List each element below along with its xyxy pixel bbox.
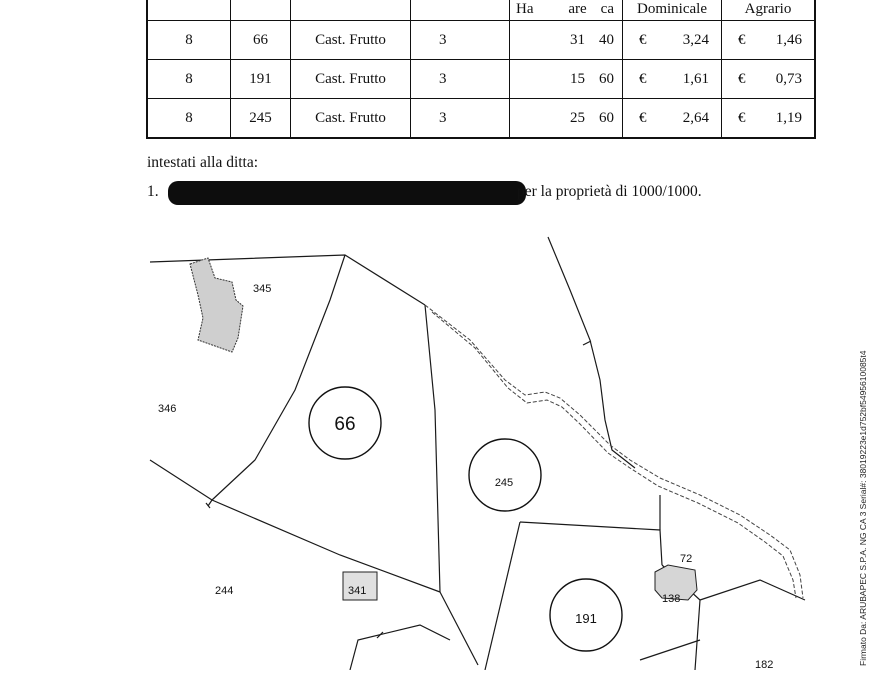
- map-label-341: 341: [348, 585, 366, 597]
- dominicale-value: 1,61: [682, 70, 709, 87]
- cadastral-table: Ha are ca Dominicale Agrario 8 66 Cast. …: [146, 0, 816, 139]
- currency-symbol: €: [738, 70, 746, 87]
- cell-ca: 60: [599, 70, 614, 87]
- cell-dominicale: €3,24: [622, 20, 722, 60]
- road-upper-line: [424, 304, 804, 599]
- parcel-boundary: [639, 639, 701, 661]
- agrario-value: 0,73: [775, 70, 802, 87]
- parcel-191-label: 191: [575, 611, 597, 626]
- digital-signature-stamp: Firmato Da: ARUBAPEC S.P.A. NG CA 3 Seri…: [846, 314, 868, 674]
- cell-agrario: €0,73: [721, 59, 816, 99]
- parcel-boundary: [484, 521, 521, 670]
- parcel-boundary: [439, 591, 479, 666]
- cell-qualita: Cast. Frutto: [290, 20, 411, 60]
- header-are: are: [568, 1, 587, 17]
- cell-superficie: 31 40: [509, 20, 623, 60]
- parcel-245-label: 245: [495, 477, 513, 489]
- table-row: 8 66 Cast. Frutto 3 31 40 €3,24 €1,46: [146, 20, 816, 60]
- parcel-boundary: [149, 254, 426, 306]
- cell-classe: 3: [410, 59, 510, 99]
- currency-symbol: €: [639, 109, 647, 126]
- cell-are: 31: [570, 31, 585, 48]
- table-row: 8 191 Cast. Frutto 3 15 60 €1,61 €0,73: [146, 59, 816, 99]
- parcel-boundary: [207, 499, 213, 507]
- cell-classe: 3: [410, 98, 510, 139]
- parcel-boundary: [424, 304, 441, 593]
- parcel-boundary: [149, 459, 441, 593]
- intestati-label: intestati alla ditta:: [147, 154, 259, 171]
- building-138-shape: [654, 564, 698, 601]
- header-dominicale: Dominicale: [622, 0, 722, 21]
- parcel-boundary: [349, 624, 451, 670]
- header-agrario: Agrario: [721, 0, 816, 21]
- table-row: 8 245 Cast. Frutto 3 25 60 €2,64 €1,19: [146, 98, 816, 139]
- map-label-346: 346: [158, 403, 176, 415]
- currency-symbol: €: [738, 109, 746, 126]
- parcel-191-circle: [549, 578, 623, 652]
- parcel-66-circle: [308, 386, 382, 460]
- header-ca: ca: [600, 1, 614, 17]
- cell-ca: 60: [599, 109, 614, 126]
- agrario-value: 1,46: [775, 31, 802, 48]
- cell-are: 25: [570, 109, 585, 126]
- map-label-138: 138: [662, 593, 680, 605]
- agrario-value: 1,19: [775, 109, 802, 126]
- header-ha: Ha: [516, 1, 534, 17]
- map-label-244: 244: [215, 585, 233, 597]
- dominicale-value: 3,24: [682, 31, 709, 48]
- parcel-boundary: [547, 236, 636, 469]
- cell-particella: 245: [230, 98, 291, 139]
- cell-qualita: Cast. Frutto: [290, 59, 411, 99]
- road-lower-line: [431, 311, 797, 599]
- parcel-boundary: [699, 579, 806, 601]
- building-341-shape: [342, 571, 378, 601]
- parcel-66-label: 66: [334, 414, 355, 435]
- owner-ownership-text: per la proprietà di 1000/1000.: [517, 183, 702, 200]
- header-cell-superficie: Ha are ca: [509, 0, 623, 21]
- owner-number: 1.: [147, 183, 159, 200]
- cadastral-table-container: Ha are ca Dominicale Agrario 8 66 Cast. …: [146, 0, 816, 139]
- table-header-row: Ha are ca Dominicale Agrario: [146, 0, 816, 21]
- redacted-owner-name: [168, 181, 526, 205]
- cell-are: 15: [570, 70, 585, 87]
- cell-qualita: Cast. Frutto: [290, 98, 411, 139]
- parcel-boundary: [519, 521, 663, 566]
- currency-symbol: €: [639, 70, 647, 87]
- parcel-boundary: [211, 254, 346, 501]
- cell-ca: 40: [599, 31, 614, 48]
- cell-agrario: €1,19: [721, 98, 816, 139]
- digital-signature-text: Firmato Da: ARUBAPEC S.P.A. NG CA 3 Seri…: [858, 350, 868, 667]
- dominicale-value: 2,64: [682, 109, 709, 126]
- currency-symbol: €: [738, 31, 746, 48]
- cell-superficie: 25 60: [509, 98, 623, 139]
- cell-dominicale: €2,64: [622, 98, 722, 139]
- map-label-182: 182: [755, 659, 773, 670]
- cell-superficie: 15 60: [509, 59, 623, 99]
- map-label-345: 345: [253, 283, 271, 295]
- cell-foglio: 8: [146, 98, 231, 139]
- parcel-245-circle: [468, 438, 542, 512]
- cell-dominicale: €1,61: [622, 59, 722, 99]
- currency-symbol: €: [639, 31, 647, 48]
- building-345-shape: [189, 257, 244, 353]
- cell-classe: 3: [410, 20, 510, 60]
- map-label-72: 72: [680, 553, 692, 565]
- cell-particella: 191: [230, 59, 291, 99]
